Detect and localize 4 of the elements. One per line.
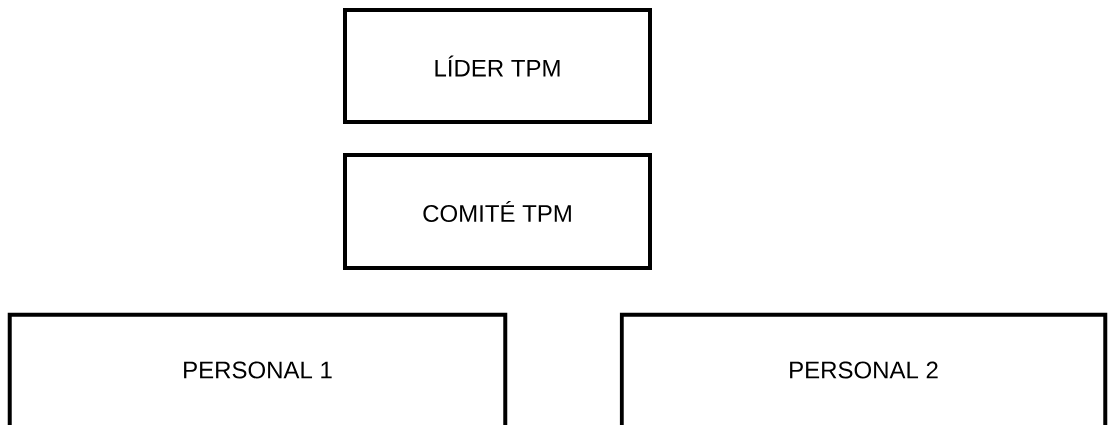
org-box: COMITÉ TPM — [343, 153, 652, 270]
org-box: PERSONAL 2 — [619, 312, 1108, 425]
org-box: LÍDER TPM — [343, 8, 652, 124]
org-box: PERSONAL 1 — [7, 312, 508, 425]
